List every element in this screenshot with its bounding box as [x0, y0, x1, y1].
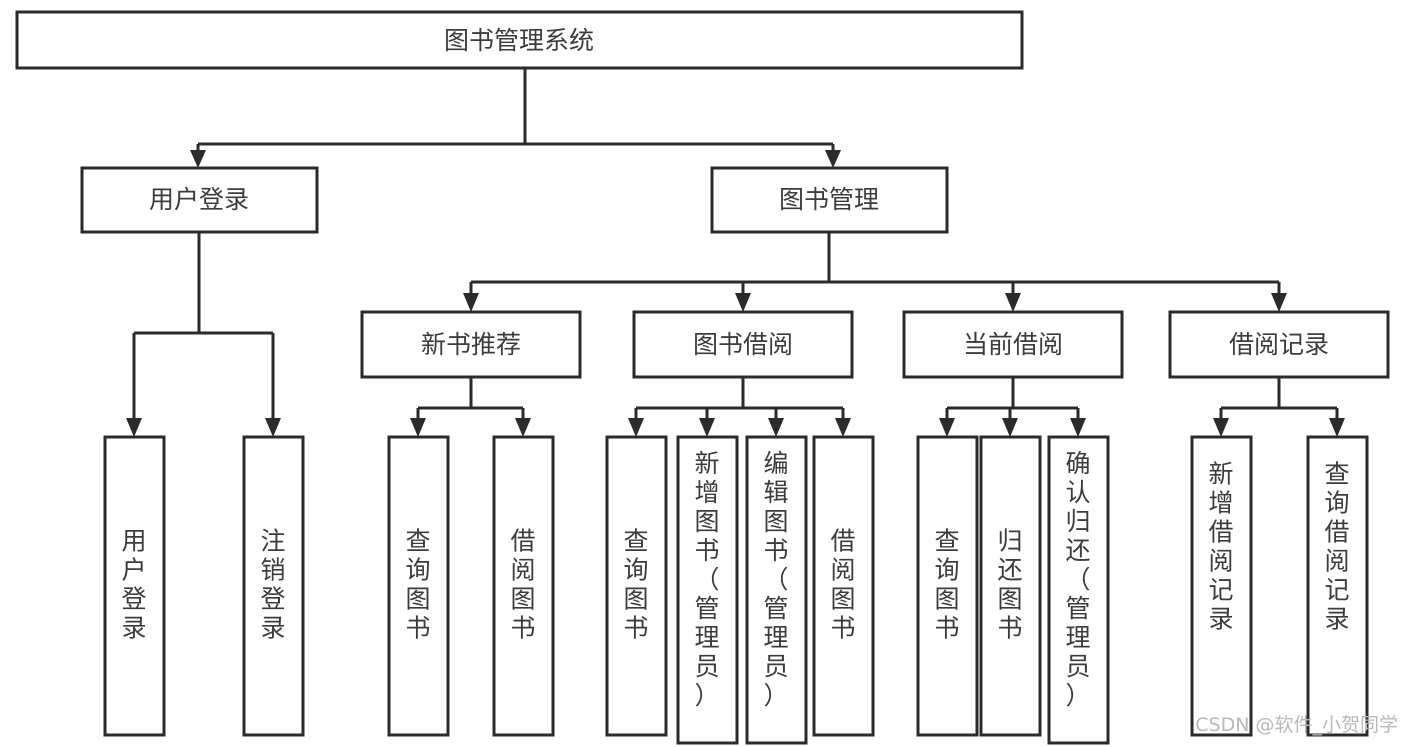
- node-leaf-user-login-box: [103, 435, 166, 737]
- arrow-head-icon: [1070, 418, 1086, 437]
- arrow-head-icon: [463, 293, 479, 312]
- node-leaf-confirm-return[interactable]: 确认归还（管理员）: [1047, 435, 1110, 745]
- node-current-borrow-label: 当前借阅: [963, 330, 1063, 359]
- node-leaf-query-record[interactable]: 查询借阅记录: [1306, 435, 1369, 737]
- node-leaf-edit-book-box: [745, 435, 808, 745]
- node-current-borrow-box: [902, 310, 1124, 379]
- connector-new-book-rec-to-leaves: [410, 377, 531, 437]
- node-root[interactable]: 图书管理系统: [15, 10, 1024, 70]
- connector-borrow-record-to-leaves: [1213, 377, 1345, 437]
- arrow-head-icon: [515, 418, 531, 437]
- arrow-head-icon: [410, 418, 426, 437]
- node-leaf-edit-book-label: 编辑图书（管理员）: [763, 449, 788, 710]
- node-leaf-add-book-label: 新增图书（管理员）: [694, 449, 719, 710]
- node-leaf-return-book-label: 归还图书: [997, 527, 1022, 643]
- node-book-borrow-label: 图书借阅: [693, 330, 793, 359]
- node-book-manage[interactable]: 图书管理: [710, 166, 949, 234]
- node-leaf-query-book-2[interactable]: 查询图书: [605, 435, 668, 737]
- node-leaf-query-record-box: [1306, 435, 1369, 737]
- node-borrow-record[interactable]: 借阅记录: [1168, 310, 1390, 379]
- node-borrow-record-label: 借阅记录: [1229, 330, 1329, 359]
- node-new-book-rec-box: [360, 310, 582, 379]
- node-current-borrow[interactable]: 当前借阅: [902, 310, 1124, 379]
- node-leaf-add-book[interactable]: 新增图书（管理员）: [676, 435, 739, 745]
- node-leaf-query-book-1[interactable]: 查询图书: [387, 435, 450, 737]
- node-leaf-add-record-box: [1190, 435, 1253, 737]
- node-leaf-query-book-1-label: 查询图书: [405, 527, 430, 643]
- node-leaf-borrow-book-1[interactable]: 借阅图书: [492, 435, 555, 737]
- node-leaf-borrow-book-2[interactable]: 借阅图书: [812, 435, 875, 737]
- node-new-book-rec-label: 新书推荐: [421, 330, 521, 359]
- node-leaf-borrow-book-2-box: [812, 435, 875, 737]
- node-leaf-query-book-2-box: [605, 435, 668, 737]
- arrow-head-icon: [1002, 418, 1018, 437]
- node-leaf-query-record-label: 查询借阅记录: [1324, 460, 1349, 634]
- connector-book-borrow-to-leaves: [628, 377, 851, 437]
- node-leaf-logout[interactable]: 注销登录: [242, 435, 305, 737]
- node-book-borrow[interactable]: 图书借阅: [632, 310, 854, 379]
- arrow-head-icon: [628, 418, 644, 437]
- arrow-head-icon: [735, 293, 751, 312]
- node-root-label: 图书管理系统: [444, 26, 594, 55]
- arrow-head-icon: [1329, 418, 1345, 437]
- node-leaf-borrow-book-2-label: 借阅图书: [830, 527, 855, 643]
- node-user-login-box: [80, 166, 319, 234]
- watermark: CSDN @软件_小贺同学: [1195, 714, 1398, 736]
- node-new-book-rec[interactable]: 新书推荐: [360, 310, 582, 379]
- connector-book-manage-to-level2: [463, 232, 1287, 312]
- node-leaf-user-login-label: 用户登录: [121, 527, 146, 643]
- node-leaf-add-record-label: 新增借阅记录: [1208, 460, 1233, 634]
- node-leaf-logout-label: 注销登录: [260, 527, 285, 643]
- node-book-manage-label: 图书管理: [779, 185, 879, 214]
- node-user-login[interactable]: 用户登录: [80, 166, 319, 234]
- arrow-head-icon: [699, 418, 715, 437]
- arrow-head-icon: [1213, 418, 1229, 437]
- arrow-head-icon: [768, 418, 784, 437]
- node-root-box: [15, 10, 1024, 70]
- node-leaf-query-book-3[interactable]: 查询图书: [916, 435, 979, 737]
- arrow-head-icon: [265, 418, 281, 437]
- node-leaf-borrow-book-1-label: 借阅图书: [510, 527, 535, 643]
- node-user-login-label: 用户登录: [149, 185, 249, 214]
- node-leaf-return-book-box: [979, 435, 1042, 737]
- node-leaf-confirm-return-label: 确认归还（管理员）: [1065, 449, 1090, 710]
- node-leaf-query-book-3-label: 查询图书: [934, 527, 959, 643]
- connector-root-to-level1: [190, 68, 841, 168]
- arrow-head-icon: [835, 418, 851, 437]
- node-leaf-add-book-box: [676, 435, 739, 745]
- arrow-head-icon: [126, 418, 142, 437]
- node-leaf-edit-book[interactable]: 编辑图书（管理员）: [745, 435, 808, 745]
- node-leaf-add-record[interactable]: 新增借阅记录: [1190, 435, 1253, 737]
- connector-user-login-to-leaves: [126, 232, 281, 437]
- node-leaf-query-book-3-box: [916, 435, 979, 737]
- node-leaf-return-book[interactable]: 归还图书: [979, 435, 1042, 737]
- node-leaf-query-book-2-label: 查询图书: [623, 527, 648, 643]
- node-leaf-query-book-1-box: [387, 435, 450, 737]
- arrow-head-icon: [190, 150, 206, 168]
- arrow-head-icon: [825, 150, 841, 168]
- node-leaf-user-login[interactable]: 用户登录: [103, 435, 166, 737]
- arrow-head-icon: [1005, 293, 1021, 312]
- node-leaf-borrow-book-1-box: [492, 435, 555, 737]
- node-leaf-confirm-return-box: [1047, 435, 1110, 745]
- arrow-head-icon: [1271, 293, 1287, 312]
- arrow-head-icon: [939, 418, 955, 437]
- node-leaf-logout-box: [242, 435, 305, 737]
- connector-current-borrow-to-leaves: [939, 377, 1086, 437]
